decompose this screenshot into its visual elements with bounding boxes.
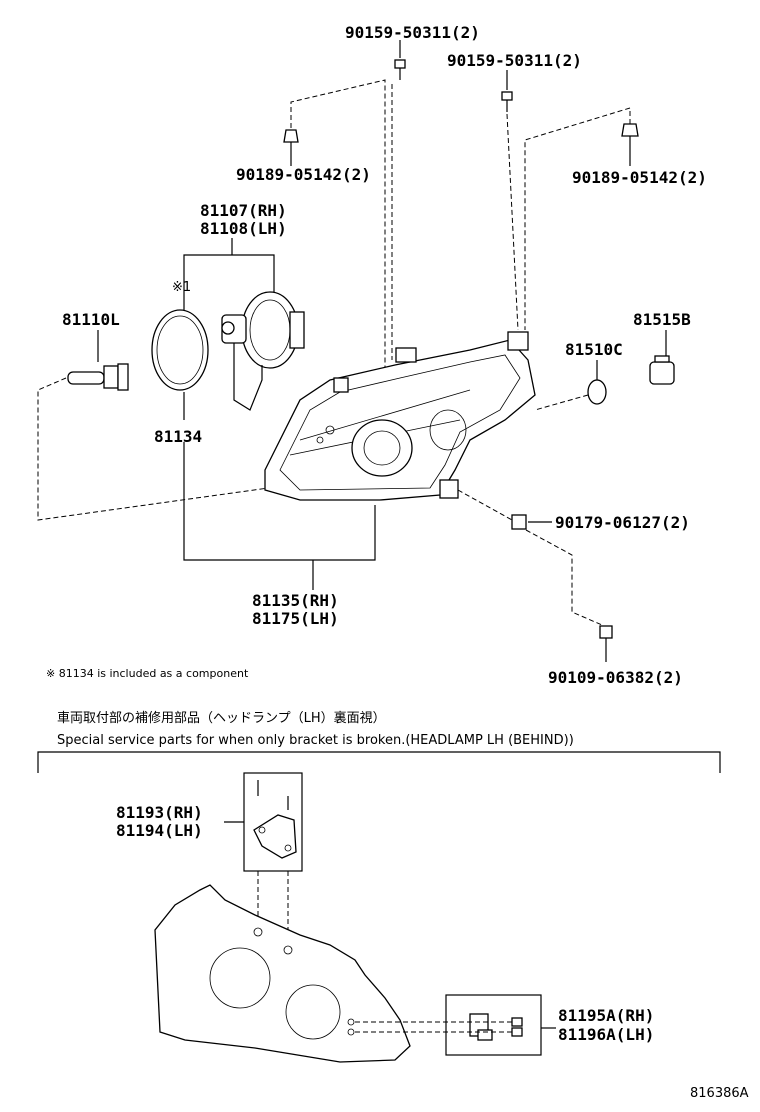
label-gasket: 81134 [154,427,202,446]
bolt-left-icon [394,40,406,80]
socket-icon [649,355,675,385]
label-bracket-upper-rh: 81193(RH) [116,803,203,822]
clip-right-icon [621,123,639,166]
label-bracket-upper-lh: 81194(LH) [116,821,203,840]
label-clip-left: 90189-05142(2) [236,165,371,184]
headlamp-back-icon [154,884,411,1063]
note-mark: ※1 [172,280,191,295]
gasket-icon [151,309,209,391]
bolt-right-icon [501,70,513,112]
label-unit-lh: 81108(LH) [200,219,287,238]
bracket-lower-icon [469,1013,523,1041]
label-clip-right: 90189-05142(2) [572,168,707,187]
label-bracket-lower-rh: 81195A(RH) [558,1006,654,1025]
bracket-upper-icon [253,780,297,859]
footnote: ※ 81134 is included as a component [46,667,249,680]
diagram-code: 816386A [690,1086,749,1101]
clip-left-icon [283,129,299,166]
headlamp-assembly-icon [264,331,536,501]
cap-icon [587,379,607,405]
label-sock: 81515B [633,310,691,329]
label-bolt-right: 90159-50311(2) [447,51,582,70]
label-bracket-lower-lh: 81196A(LH) [558,1025,654,1044]
label-screw: 90109-06382(2) [548,668,683,687]
nut-icon [511,514,527,530]
section-frame [37,751,721,773]
ballast-unit-icon [221,291,305,411]
section-title-en: Special service parts for when only brac… [57,733,574,748]
bulb-icon [67,363,129,391]
label-assy-lh: 81175(LH) [252,609,339,628]
label-bulb: 81110L [62,310,120,329]
label-unit-rh: 81107(RH) [200,201,287,220]
label-assy-rh: 81135(RH) [252,591,339,610]
bracket-lower-box [445,994,542,1056]
label-nut: 90179-06127(2) [555,513,690,532]
label-cap: 81510C [565,340,623,359]
section-title-jp: 車両取付部の補修用部品（ヘッドランプ（LH）裏面視） [57,711,386,726]
screw-icon [599,625,613,650]
label-bolt-left: 90159-50311(2) [345,23,480,42]
